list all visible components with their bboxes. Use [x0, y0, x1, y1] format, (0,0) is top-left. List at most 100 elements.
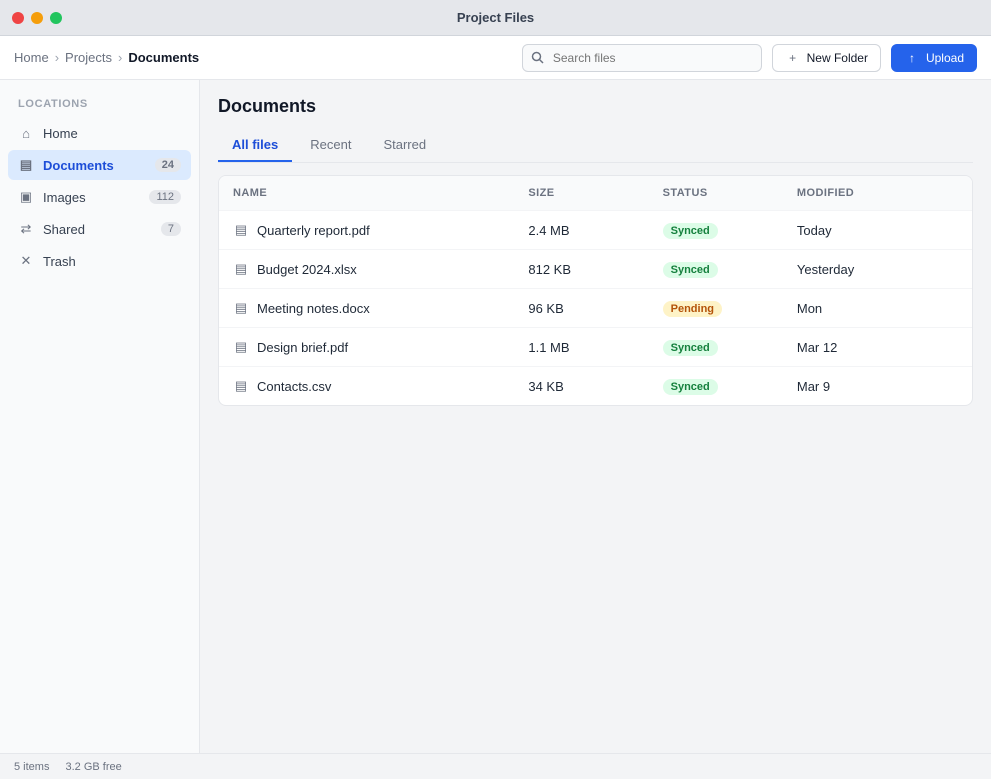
- sidebar-heading: Locations: [18, 98, 88, 110]
- file-size: 2.4 MB: [528, 222, 570, 238]
- sidebar-item-home[interactable]: ⌂ Home: [8, 118, 191, 148]
- sidebar-item-label: Home: [43, 125, 78, 141]
- sidebar-item-label: Trash: [43, 253, 76, 269]
- breadcrumb-projects[interactable]: Projects: [65, 50, 112, 65]
- sidebar-item-count: 24: [154, 158, 181, 172]
- breadcrumb-separator: ›: [118, 50, 123, 65]
- main-content: Documents All files Recent Starred Name …: [200, 80, 991, 753]
- file-size: 812 KB: [528, 261, 572, 277]
- app-body: Locations ⌂ Home ▤ Documents 24 ▣ Images…: [0, 80, 991, 753]
- file-name: Contacts.csv: [257, 378, 332, 394]
- file-icon: ▤: [234, 300, 248, 315]
- column-header-modified[interactable]: Modified: [796, 187, 855, 199]
- breadcrumb-home[interactable]: Home: [14, 50, 49, 65]
- sidebar-item-label: Images: [43, 189, 86, 205]
- sidebar-item-count: 7: [160, 222, 181, 236]
- tab-recent[interactable]: Recent: [310, 137, 352, 152]
- file-name: Design brief.pdf: [257, 339, 349, 355]
- table-row[interactable]: ▤ Budget 2024.xlsx 812 KB Synced Yesterda…: [219, 250, 972, 289]
- breadcrumb: Home › Projects › Documents: [14, 50, 512, 65]
- tab-starred[interactable]: Starred: [383, 137, 427, 152]
- close-window-button[interactable]: [12, 11, 24, 24]
- sidebar: Locations ⌂ Home ▤ Documents 24 ▣ Images…: [0, 80, 200, 753]
- search-box: [521, 43, 762, 72]
- search-icon: [531, 50, 545, 66]
- breadcrumb-separator: ›: [54, 50, 60, 65]
- status-cell: Pending: [662, 300, 797, 317]
- file-icon: ▤: [234, 261, 248, 276]
- tab-all-files[interactable]: All files: [218, 129, 293, 162]
- image-icon: ▣: [19, 189, 33, 204]
- file-size: 34 KB: [528, 378, 564, 394]
- table-row[interactable]: ▤ Quarterly report.pdf 2.4 MB Synced Toda…: [219, 211, 972, 250]
- file-modified: Mar 9: [796, 378, 831, 394]
- column-header-status[interactable]: Status: [662, 187, 708, 199]
- upload-icon: ↑: [908, 50, 915, 65]
- file-size: 1.1 MB: [528, 339, 570, 355]
- status-badge: Synced: [662, 339, 718, 356]
- app-title: Project Files: [456, 10, 535, 25]
- home-icon: ⌂: [22, 125, 30, 141]
- file-name-cell: ▤ Meeting notes.docx: [233, 300, 528, 316]
- status-cell: Synced: [662, 261, 797, 278]
- sidebar-item-images[interactable]: ▣ Images 112: [8, 182, 191, 212]
- file-name-cell: ▤ Design brief.pdf: [233, 339, 528, 355]
- status-cell: Synced: [662, 222, 797, 239]
- file-name: Quarterly report.pdf: [257, 222, 370, 238]
- share-icon: ⇄: [20, 221, 32, 236]
- new-folder-button[interactable]: + New Folder: [771, 43, 881, 72]
- page-title: Documents: [218, 96, 317, 116]
- sidebar-item-shared[interactable]: ⇄ Shared 7: [8, 214, 191, 244]
- status-badge: Synced: [662, 378, 718, 395]
- table-row[interactable]: ▤ Meeting notes.docx 96 KB Pending Mon: [219, 289, 972, 328]
- table-row[interactable]: ▤ Design brief.pdf 1.1 MB Synced Mar 12: [219, 328, 972, 367]
- trash-icon: ✕: [20, 253, 32, 268]
- status-badge: Pending: [662, 300, 723, 317]
- status-badge: Synced: [662, 261, 718, 278]
- file-name-cell: ▤ Budget 2024.xlsx: [233, 261, 528, 277]
- sidebar-item-label: Shared: [43, 221, 85, 237]
- page-header: Documents: [218, 96, 973, 117]
- file-table: Name Size Status Modified ▤ Quarterly rep…: [218, 175, 973, 406]
- breadcrumb-current: Documents: [128, 50, 200, 65]
- new-folder-label: New Folder: [806, 50, 868, 65]
- column-header-size[interactable]: Size: [528, 187, 555, 199]
- upload-button[interactable]: ↑ Upload: [890, 43, 977, 72]
- status-cell: Synced: [662, 339, 797, 356]
- file-modified: Mar 12: [796, 339, 838, 355]
- file-name: Budget 2024.xlsx: [257, 261, 357, 277]
- toolbar: Home › Projects › Documents + New Folder…: [0, 36, 991, 80]
- status-bar: 5 items 3.2 GB free: [0, 753, 991, 779]
- sidebar-item-trash[interactable]: ✕ Trash: [8, 246, 191, 276]
- sidebar-item-label: Documents: [43, 157, 114, 173]
- item-count: 5 items: [14, 760, 50, 773]
- sidebar-item-count: 112: [149, 190, 181, 204]
- title-bar: Project Files: [0, 0, 991, 36]
- status-cell: Synced: [662, 378, 797, 395]
- storage-free: 3.2 GB free: [65, 760, 122, 773]
- maximize-window-button[interactable]: [50, 11, 62, 24]
- file-name: Meeting notes.docx: [257, 300, 370, 316]
- file-name-cell: ▤ Contacts.csv: [233, 378, 528, 394]
- file-name-cell: ▤ Quarterly report.pdf: [233, 222, 528, 238]
- status-badge: Synced: [662, 222, 718, 239]
- file-modified: Today: [796, 222, 832, 238]
- file-size: 96 KB: [528, 300, 564, 316]
- file-icon: ▤: [234, 339, 248, 354]
- column-header-name[interactable]: Name: [233, 187, 268, 199]
- window-controls: [12, 11, 62, 24]
- minimize-window-button[interactable]: [31, 11, 43, 24]
- table-header-row: Name Size Status Modified: [219, 176, 972, 211]
- file-modified: Yesterday: [796, 261, 855, 277]
- sidebar-item-documents[interactable]: ▤ Documents 24: [8, 150, 191, 180]
- upload-label: Upload: [925, 50, 964, 65]
- file-modified: Mon: [796, 300, 823, 316]
- tab-bar: All files Recent Starred: [218, 129, 973, 163]
- search-input[interactable]: [550, 49, 753, 66]
- file-icon: ▤: [234, 378, 248, 393]
- folder-plus-icon: +: [789, 50, 797, 65]
- file-icon: ▤: [234, 222, 248, 237]
- document-icon: ▤: [19, 157, 33, 172]
- table-row[interactable]: ▤ Contacts.csv 34 KB Synced Mar 9: [219, 367, 972, 405]
